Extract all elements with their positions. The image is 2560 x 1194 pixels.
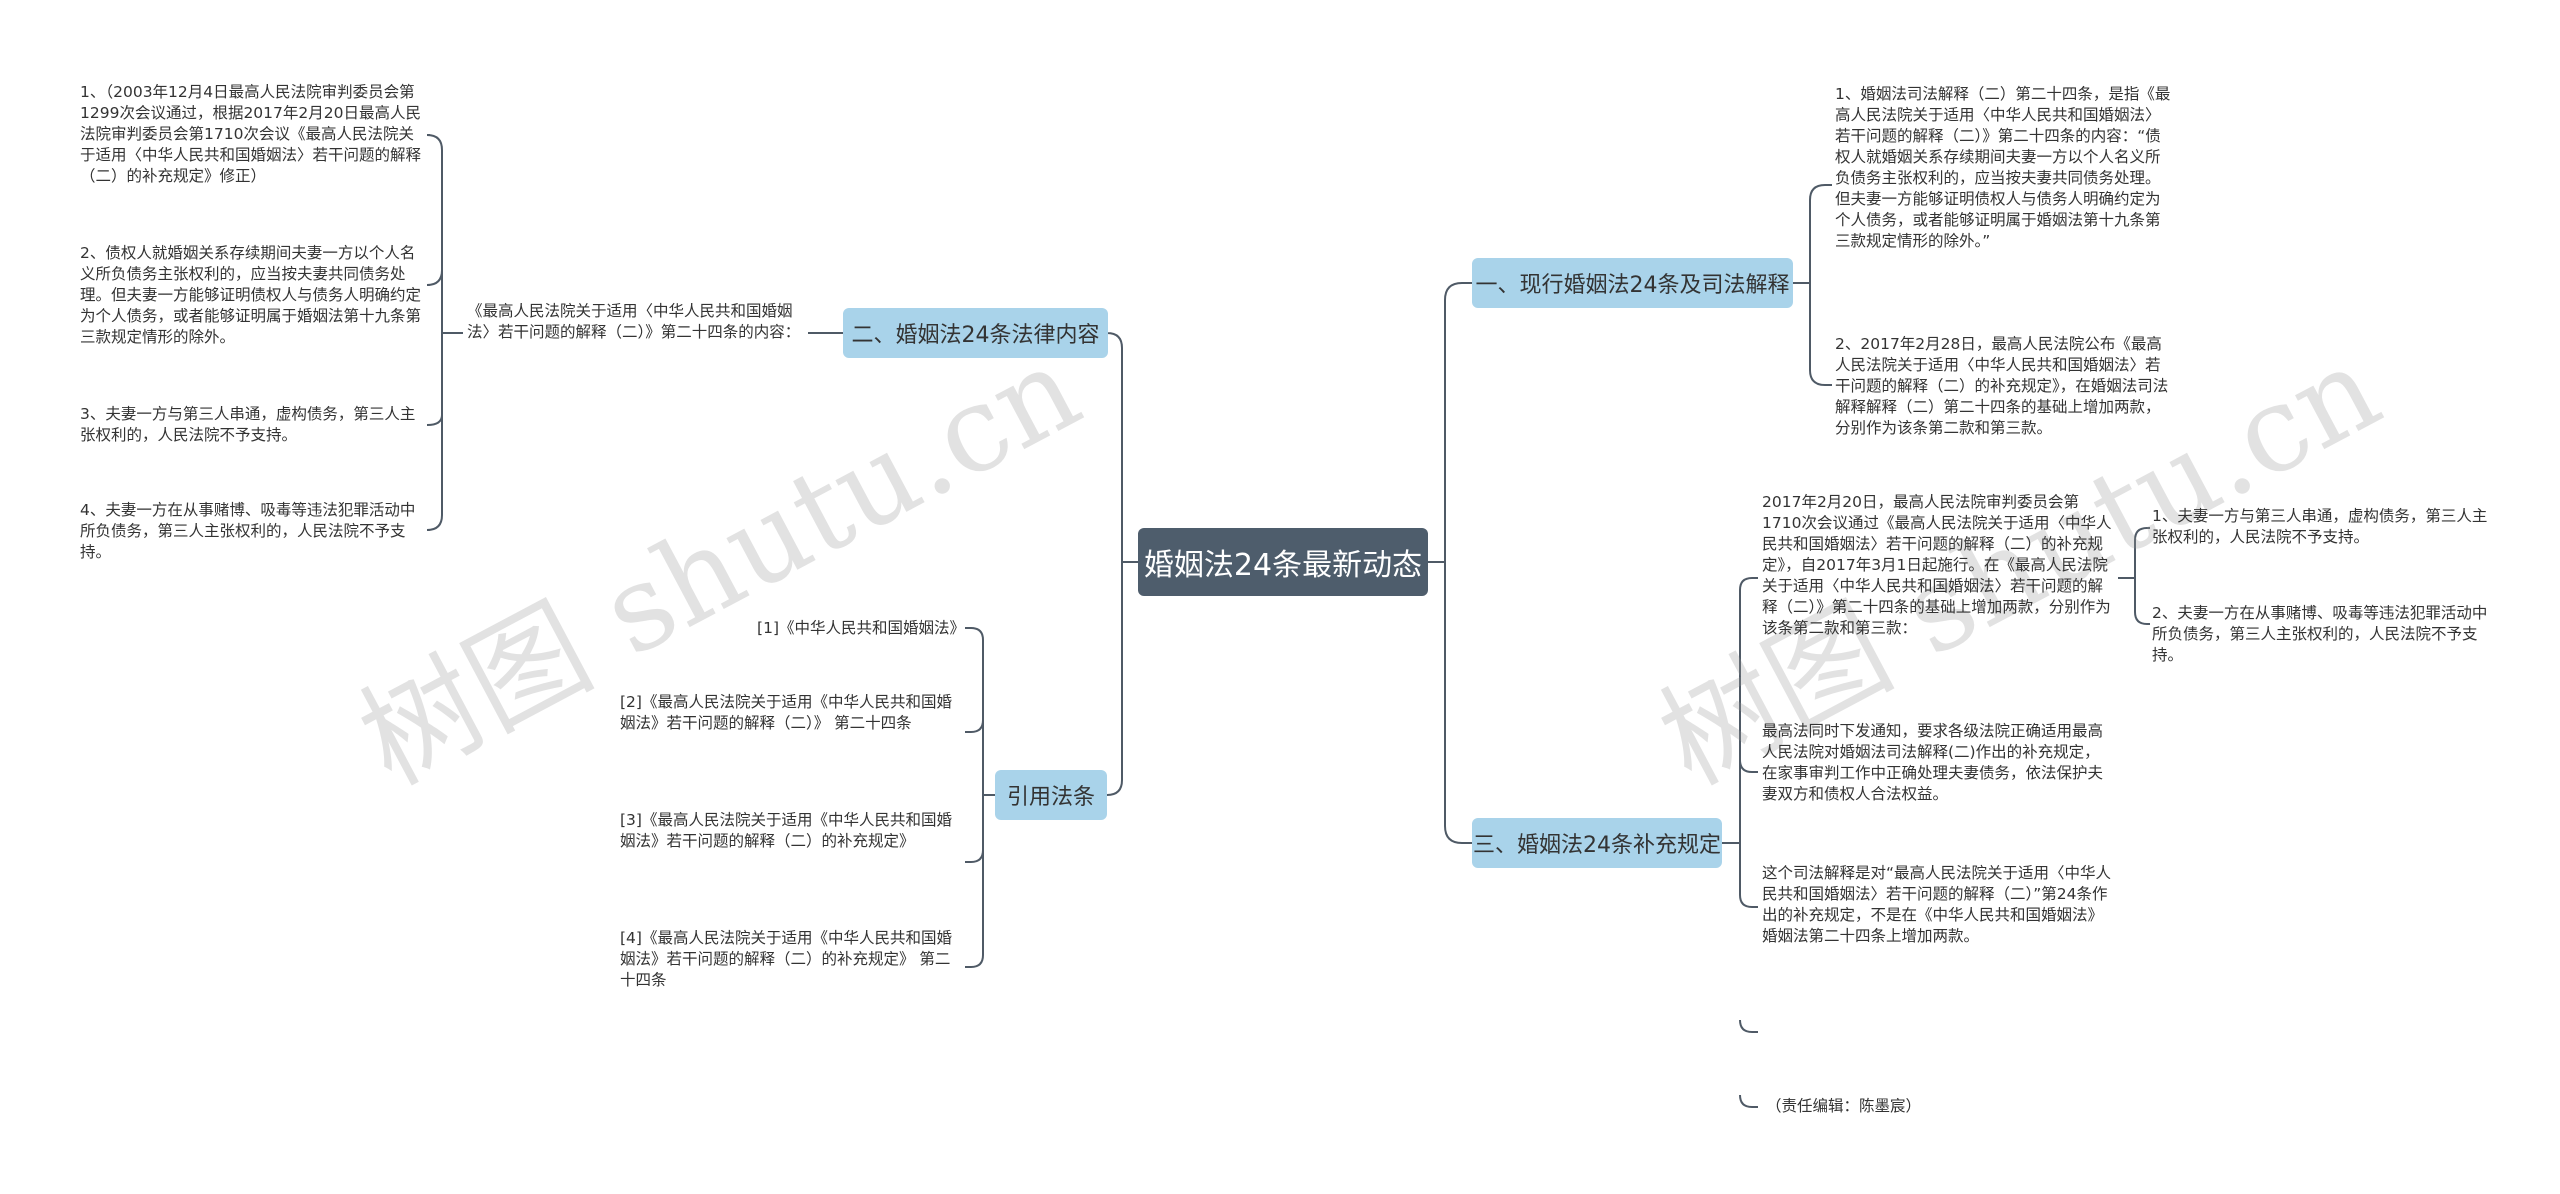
leaf-law-content-3: 3、夫妻一方与第三人串通，虚构债务，第三人主张权利的，人民法院不予支持。 <box>80 405 416 444</box>
root-topic[interactable]: 婚姻法24条最新动态 <box>1138 528 1428 596</box>
leaf-law-content-1: 1、（2003年12月4日最高人民法院审判委员会第1299次会议通过，根据201… <box>80 83 422 185</box>
leaf-citation-2: [2]《最高人民法院关于适用《中华人民共和国婚姻法》若干问题的解释（二）》 第二… <box>620 693 952 732</box>
edge-b4-leaves <box>965 627 995 968</box>
edge-b1-leaves <box>1793 184 1832 386</box>
edge-root-b1 <box>1428 282 1472 563</box>
edge-mid-leaves <box>426 134 463 531</box>
leaf-citation-1: [1]《中华人民共和国婚姻法》 <box>757 619 965 637</box>
leaf-supplement-editor: （责任编辑：陈墨宸） <box>1766 1097 1922 1115</box>
leaf-citation-3: [3]《最高人民法院关于适用《中华人民共和国婚姻法》若干问题的解释（二）的补充规… <box>620 811 952 850</box>
leaf-law-content-2: 2、债权人就婚姻关系存续期间夫妻一方以个人名义所负债务主张权利的，应当按夫妻共同… <box>80 244 422 346</box>
leaf-supplement-3: 这个司法解释是对“最高人民法院关于适用〈中华人民共和国婚姻法〉若干问题的解释（二… <box>1762 864 2112 945</box>
leaf-supplement-1: 2017年2月20日，最高人民法院审判委员会第1710次会议通过《最高人民法院关… <box>1762 493 2112 637</box>
leaf-supplement-1b: 2、夫妻一方在从事赌博、吸毒等违法犯罪活动中所负债务，第三人主张权利的，人民法院… <box>2152 604 2488 664</box>
leaf-supplement-2: 最高法同时下发通知，要求各级法院正确适用最高人民法院对婚姻法司法解释(二)作出的… <box>1762 722 2104 803</box>
leaf-citation-4: [4]《最高人民法院关于适用《中华人民共和国婚姻法》若干问题的解释（二）的补充规… <box>620 929 952 989</box>
leaf-supplement-empty <box>1762 1022 2114 1042</box>
leaf-supplement-1a: 1、夫妻一方与第三人串通，虚构债务，第三人主张权利的，人民法院不予支持。 <box>2152 507 2488 546</box>
leaf-current-law-2: 2、2017年2月28日，最高人民法院公布《最高人民法院关于适用〈中华人民共和国… <box>1835 335 2169 437</box>
edge-root-b3 <box>1428 561 1472 844</box>
branch-current-law[interactable]: 一、现行婚姻法24条及司法解释 <box>1472 258 1793 308</box>
branch-citations[interactable]: 引用法条 <box>995 770 1107 820</box>
edge-root-b2 <box>1106 332 1138 563</box>
edge-root-b4 <box>1102 561 1138 796</box>
leaf-law-content-4: 4、夫妻一方在从事赌博、吸毒等违法犯罪活动中所负债务，第三人主张权利的，人民法院… <box>80 501 416 561</box>
edge-b3-leaves <box>1722 577 1758 1108</box>
branch-law-content[interactable]: 二、婚姻法24条法律内容 <box>843 308 1108 358</box>
leaf-current-law-1: 1、婚姻法司法解释（二）第二十四条，是指《最高人民法院关于适用〈中华人民共和国婚… <box>1835 85 2171 250</box>
branch-supplement[interactable]: 三、婚姻法24条补充规定 <box>1472 818 1722 868</box>
leaf-law-content-intro: 《最高人民法院关于适用〈中华人民共和国婚姻法〉若干问题的解释（二）》第二十四条的… <box>467 302 801 341</box>
edge-b31-sub <box>2118 527 2150 625</box>
